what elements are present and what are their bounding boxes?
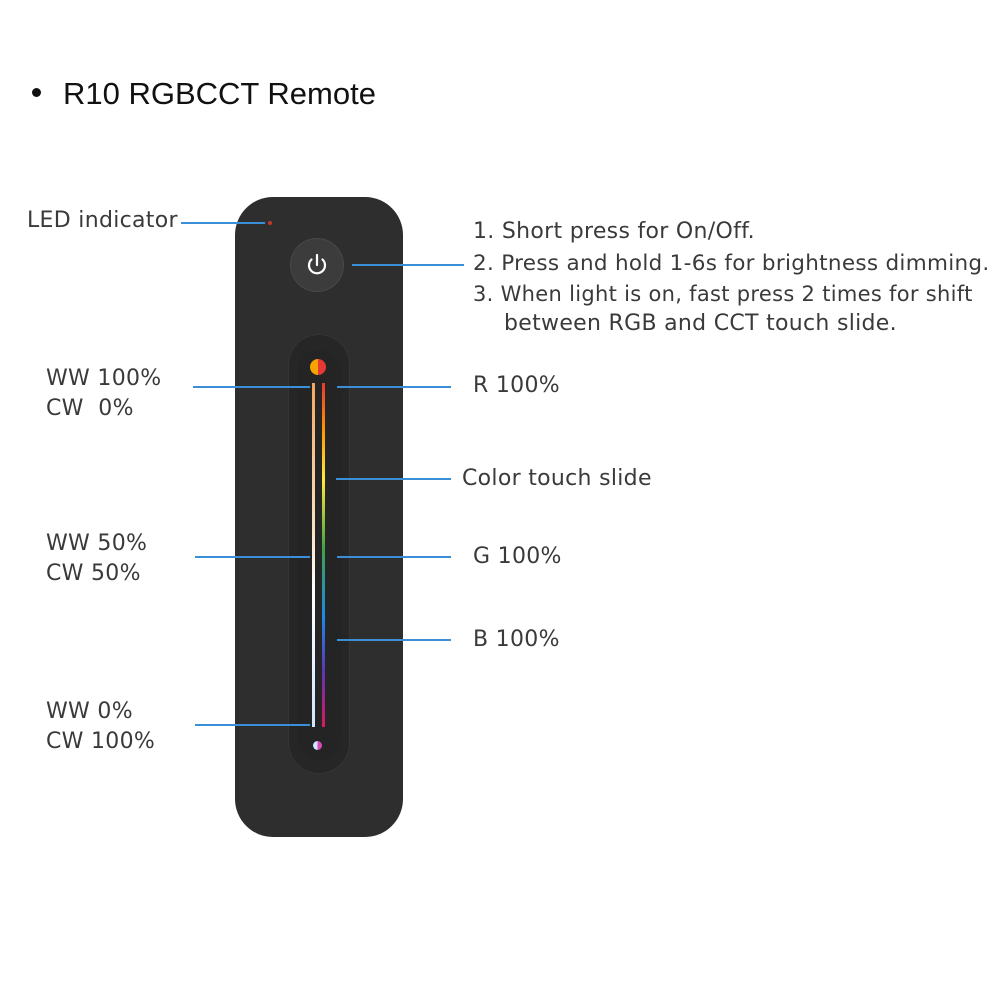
cct-touch-slide[interactable]: [312, 383, 315, 727]
led-indicator-label: LED indicator: [27, 208, 178, 233]
power-icon: [307, 253, 327, 275]
ww50-label-line2: CW 50%: [46, 561, 141, 586]
g100-leader-line: [337, 556, 451, 558]
ww0-leader-line: [195, 724, 310, 726]
power-button[interactable]: [290, 238, 344, 292]
r100-label: R 100%: [473, 373, 560, 398]
r100-leader-line: [337, 386, 451, 388]
page-title: R10 RGBCCT Remote: [32, 76, 376, 112]
instruction-3-line1: 3. When light is on, fast press 2 times …: [473, 282, 973, 306]
color-touch-slide-leader-line: [336, 478, 451, 480]
g100-label: G 100%: [473, 544, 562, 569]
cct-indicator-dot: [313, 741, 322, 750]
touch-slide-track: [297, 350, 341, 760]
ww50-leader-line: [195, 556, 310, 558]
b100-label: B 100%: [473, 627, 560, 652]
instruction-3-line2: between RGB and CCT touch slide.: [504, 311, 897, 336]
ww100-label-line1: WW 100%: [46, 366, 162, 391]
color-touch-slide-label: Color touch slide: [462, 466, 652, 491]
led-indicator-light: [268, 221, 272, 225]
b100-leader-line: [337, 639, 451, 641]
ww0-label-line1: WW 0%: [46, 699, 133, 724]
ww100-leader-line: [193, 386, 310, 388]
color-touch-slide[interactable]: [322, 383, 325, 727]
ww100-label-line2: CW 0%: [46, 396, 134, 421]
title-text: R10 RGBCCT Remote: [63, 76, 376, 111]
ww50-label-line1: WW 50%: [46, 531, 148, 556]
bullet-icon: [32, 88, 41, 98]
ww0-label-line2: CW 100%: [46, 729, 156, 754]
led-indicator-leader-line: [181, 222, 265, 224]
rgb-indicator-dot: [310, 359, 326, 375]
instruction-2: 2. Press and hold 1-6s for brightness di…: [473, 251, 990, 276]
power-leader-line: [352, 264, 464, 266]
instruction-1: 1. Short press for On/Off.: [473, 219, 755, 244]
